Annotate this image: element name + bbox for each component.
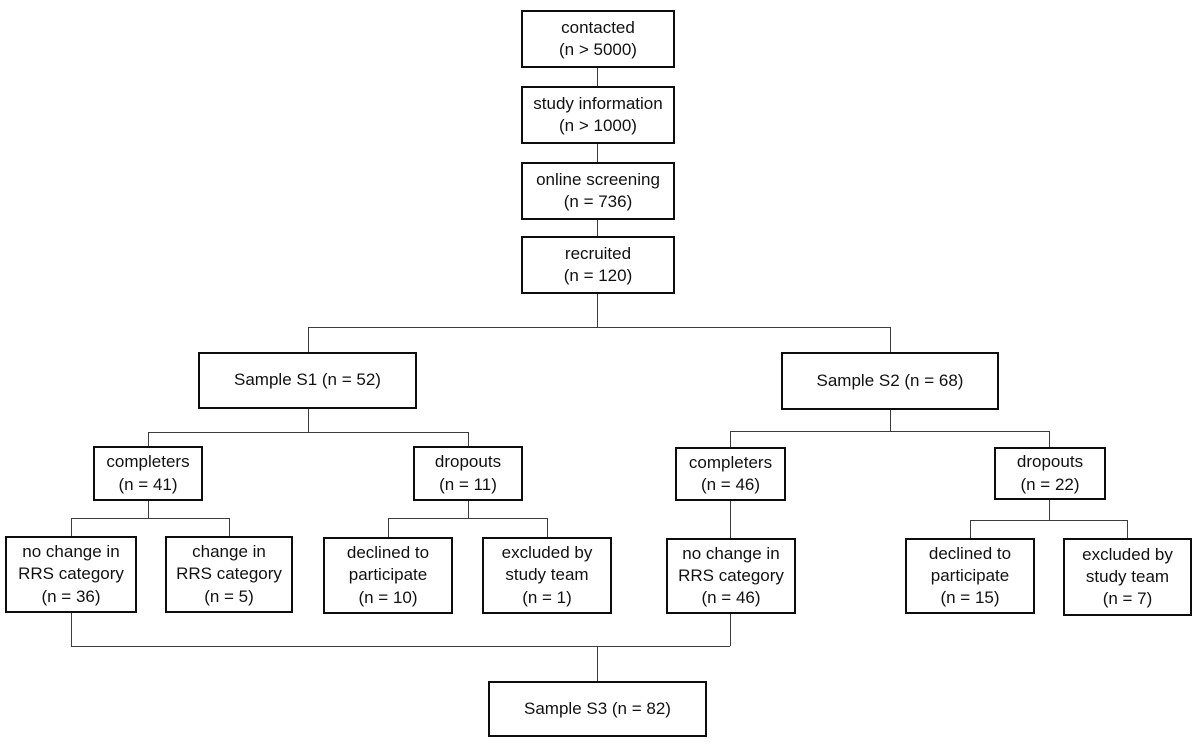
connector-dropouts-s2-stem (1048, 500, 1050, 520)
node-dropouts-s1: dropouts (n = 11) (413, 446, 523, 501)
node-no-change-s2: no change in RRS category (n = 46) (666, 538, 796, 614)
connector-completers-s1-stem (147, 501, 149, 518)
node-change-s1: change in RRS category (n = 5) (165, 536, 293, 613)
node-online-screening: online screening (n = 736) (521, 162, 675, 220)
connector-to-dropouts-s2 (1048, 431, 1050, 447)
node-excluded-s1: excluded by study team (n = 1) (482, 537, 612, 614)
connector-to-excluded-s2 (1126, 520, 1128, 538)
connector-to-change-s1 (228, 518, 230, 536)
connector-to-declined-s1 (387, 518, 389, 537)
node-study-information: study information (n > 1000) (521, 86, 675, 144)
connector-to-excluded-s1 (546, 518, 548, 537)
node-excluded-s2: excluded by study team (n = 7) (1063, 538, 1192, 616)
connector-s3-bar (71, 645, 730, 647)
connector-to-s1 (307, 327, 309, 352)
connector-no-change-s2-down (729, 614, 731, 646)
connector-no-change-s1-down (70, 613, 72, 646)
connector-to-s3 (596, 646, 598, 681)
connector-to-declined-s2 (969, 520, 971, 538)
connector-recruited-stem (596, 294, 598, 327)
connector-screening-recruited (596, 220, 598, 236)
node-completers-s2: completers (n = 46) (675, 447, 786, 501)
connector-dropouts-s1-stem (467, 501, 469, 518)
node-declined-s1: declined to participate (n = 10) (323, 537, 453, 614)
connector-to-s2 (889, 327, 891, 352)
connector-completers-s1-bar (71, 517, 229, 519)
connector-s2-stem (889, 410, 891, 431)
node-dropouts-s2: dropouts (n = 22) (994, 447, 1106, 500)
connector-s1-bar (148, 431, 468, 433)
connector-study-screening (596, 144, 598, 162)
connector-to-dropouts-s1 (467, 432, 469, 446)
node-recruited: recruited (n = 120) (521, 236, 675, 294)
connector-dropouts-s1-bar (388, 517, 547, 519)
connector-s1-stem (307, 409, 309, 432)
node-sample-s2: Sample S2 (n = 68) (781, 352, 999, 410)
node-declined-s2: declined to participate (n = 15) (905, 538, 1035, 614)
node-no-change-s1: no change in RRS category (n = 36) (5, 536, 137, 613)
connector-to-no-change-s1 (70, 518, 72, 536)
node-completers-s1: completers (n = 41) (93, 446, 203, 501)
connector-contacted-study (596, 68, 598, 86)
node-sample-s1: Sample S1 (n = 52) (198, 352, 417, 409)
node-sample-s3: Sample S3 (n = 82) (488, 681, 707, 737)
connector-s2-bar (730, 430, 1049, 432)
connector-to-completers-s2 (729, 431, 731, 447)
node-contacted: contacted (n > 5000) (521, 10, 675, 68)
connector-dropouts-s2-bar (970, 519, 1127, 521)
connector-to-no-change-s2 (729, 501, 731, 538)
connector-samples-bar (308, 326, 890, 328)
connector-to-completers-s1 (147, 432, 149, 446)
